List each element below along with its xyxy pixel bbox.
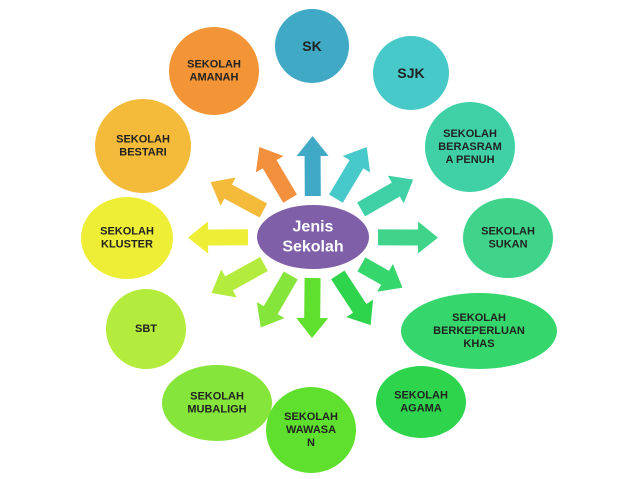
arrow-to-sekolah-sukan (377, 221, 438, 254)
node-sekolah-kluster-line-2: KLUSTER (101, 239, 153, 251)
arrows-layer (188, 136, 438, 338)
arrow-to-sekolah-wawasan (296, 277, 329, 338)
node-sekolah-bestari-line-2: BESTARI (119, 147, 166, 159)
center-node-line-1: Jenis (293, 219, 334, 236)
arrow-to-sekolah-agama (331, 270, 374, 326)
node-sekolah-wawasan-circle (266, 387, 356, 473)
node-sekolah-berkeperluan-khas-line-2: BERKEPERLUAN (433, 325, 525, 337)
arrow-to-sekolah-mubaligh (256, 271, 298, 328)
arrow-to-sekolah-kluster (188, 221, 249, 254)
arrow-to-sjk (329, 147, 371, 203)
node-sekolah-berasrama-penuh-circle (425, 102, 515, 192)
node-sekolah-wawasan-line-3: N (307, 437, 315, 449)
node-sk: SK (275, 9, 349, 83)
node-sekolah-agama-line-1: SEKOLAH (394, 390, 448, 402)
node-sbt: SBT (106, 289, 186, 369)
node-sekolah-berkeperluan-khas-line-3: KHAS (463, 338, 494, 350)
arrow-to-sekolah-berkeperluan-khas (357, 257, 403, 292)
node-sekolah-kluster-line-1: SEKOLAH (100, 226, 154, 238)
node-sekolah-amanah-line-2: AMANAH (190, 72, 239, 84)
node-sbt-line-1: SBT (135, 323, 157, 335)
center-node-ellipse (255, 203, 371, 271)
node-sbt-circle (106, 289, 186, 369)
node-sekolah-berasrama-penuh-line-2: BERASRAM (438, 141, 502, 153)
node-sekolah-berkeperluan-khas-line-1: SEKOLAH (452, 312, 506, 324)
arrow-to-sekolah-bestari (210, 177, 268, 218)
arrow-to-sekolah-berasrama-penuh (357, 175, 414, 217)
arrow-to-sbt (211, 256, 268, 298)
node-sekolah-berasrama-penuh-line-1: SEKOLAH (443, 128, 497, 140)
node-sjk: SJK (373, 36, 449, 110)
node-sekolah-sukan-circle (463, 198, 553, 278)
node-sekolah-bestari-line-1: SEKOLAH (116, 134, 170, 146)
node-sekolah-berasrama-penuh-line-3: A PENUH (445, 154, 494, 166)
node-sekolah-mubaligh-circle (162, 365, 272, 441)
arrow-to-sekolah-amanah (255, 147, 297, 203)
node-sekolah-wawasan-line-2: WAWASA (286, 424, 336, 436)
node-sk-line-1: SK (302, 38, 321, 54)
node-sekolah-mubaligh-line-1: SEKOLAH (190, 391, 244, 403)
node-sekolah-sukan-line-1: SEKOLAH (481, 226, 535, 238)
center-node-line-2: Sekolah (282, 239, 343, 256)
node-sekolah-mubaligh-line-2: MUBALIGH (187, 404, 246, 416)
node-sekolah-wawasan-line-1: SEKOLAH (284, 411, 338, 423)
node-sjk-line-1: SJK (397, 65, 424, 81)
node-sjk-circle (373, 36, 449, 110)
arrow-to-sk (296, 136, 329, 197)
node-sekolah-sukan-line-2: SUKAN (488, 239, 527, 251)
node-sekolah-agama-circle (376, 366, 466, 438)
node-sekolah-agama-line-2: AGAMA (400, 403, 442, 415)
node-sekolah-amanah-circle (169, 27, 259, 115)
node-sekolah-amanah-line-1: SEKOLAH (187, 59, 241, 71)
node-sekolah-bestari-circle (95, 99, 191, 193)
node-sekolah-kluster-circle (81, 197, 173, 279)
node-sk-circle (275, 9, 349, 83)
node-sekolah-berkeperluan-khas-circle (401, 293, 557, 369)
